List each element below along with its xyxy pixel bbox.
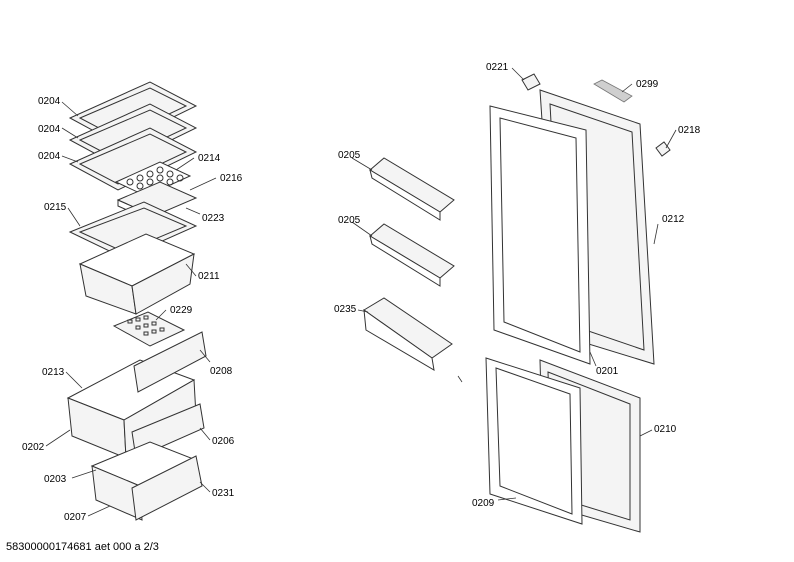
label-0231: 0231 xyxy=(212,488,235,499)
label-0215: 0215 xyxy=(44,202,67,213)
label-0210: 0210 xyxy=(654,424,677,435)
label-0204-middle: 0204 xyxy=(38,124,61,135)
label-0211: 0211 xyxy=(198,271,220,282)
label-0299: 0299 xyxy=(636,79,659,90)
label-0205-upper: 0205 xyxy=(338,150,361,161)
label-0235: 0235 xyxy=(334,304,357,315)
label-0214: 0214 xyxy=(198,153,221,164)
door-gasket-lower xyxy=(485,357,583,525)
label-0213: 0213 xyxy=(42,367,65,378)
drawer-front-bottom xyxy=(131,455,203,521)
label-0206: 0206 xyxy=(212,436,235,447)
door-shelf-upper xyxy=(369,157,455,221)
label-0218: 0218 xyxy=(678,125,701,136)
drawer-front-top xyxy=(133,331,207,393)
label-0202: 0202 xyxy=(22,442,45,453)
freezer-drawer-bottom xyxy=(90,441,198,521)
label-0204-top: 0204 xyxy=(38,96,61,107)
decor-strip xyxy=(593,79,633,103)
label-0212: 0212 xyxy=(662,214,685,225)
label-0201: 0201 xyxy=(596,366,619,377)
document-reference: 58300000174681 aet 000 a 2/3 xyxy=(6,541,159,553)
crisper-shelf xyxy=(68,201,198,259)
label-0204-lower: 0204 xyxy=(38,151,61,162)
door-hinge xyxy=(655,141,671,157)
label-0207: 0207 xyxy=(64,512,87,523)
label-0223: 0223 xyxy=(202,213,225,224)
label-0203: 0203 xyxy=(44,474,67,485)
crisper-bin xyxy=(78,233,196,315)
hinge-cover xyxy=(521,73,541,91)
door-shelf-bottle xyxy=(363,297,453,371)
label-0205-middle: 0205 xyxy=(338,215,361,226)
label-0216: 0216 xyxy=(220,173,243,184)
door-gasket-upper xyxy=(489,105,591,365)
label-0209: 0209 xyxy=(472,498,495,509)
door-shelf-middle xyxy=(369,223,455,287)
leader-lines xyxy=(45,67,677,517)
glass-shelf-lower xyxy=(68,127,198,191)
freezer-drawer-top xyxy=(66,359,197,459)
label-0229: 0229 xyxy=(170,305,193,316)
ice-cube-tray xyxy=(112,311,186,347)
label-0208: 0208 xyxy=(210,366,233,377)
label-0221: 0221 xyxy=(486,62,509,73)
